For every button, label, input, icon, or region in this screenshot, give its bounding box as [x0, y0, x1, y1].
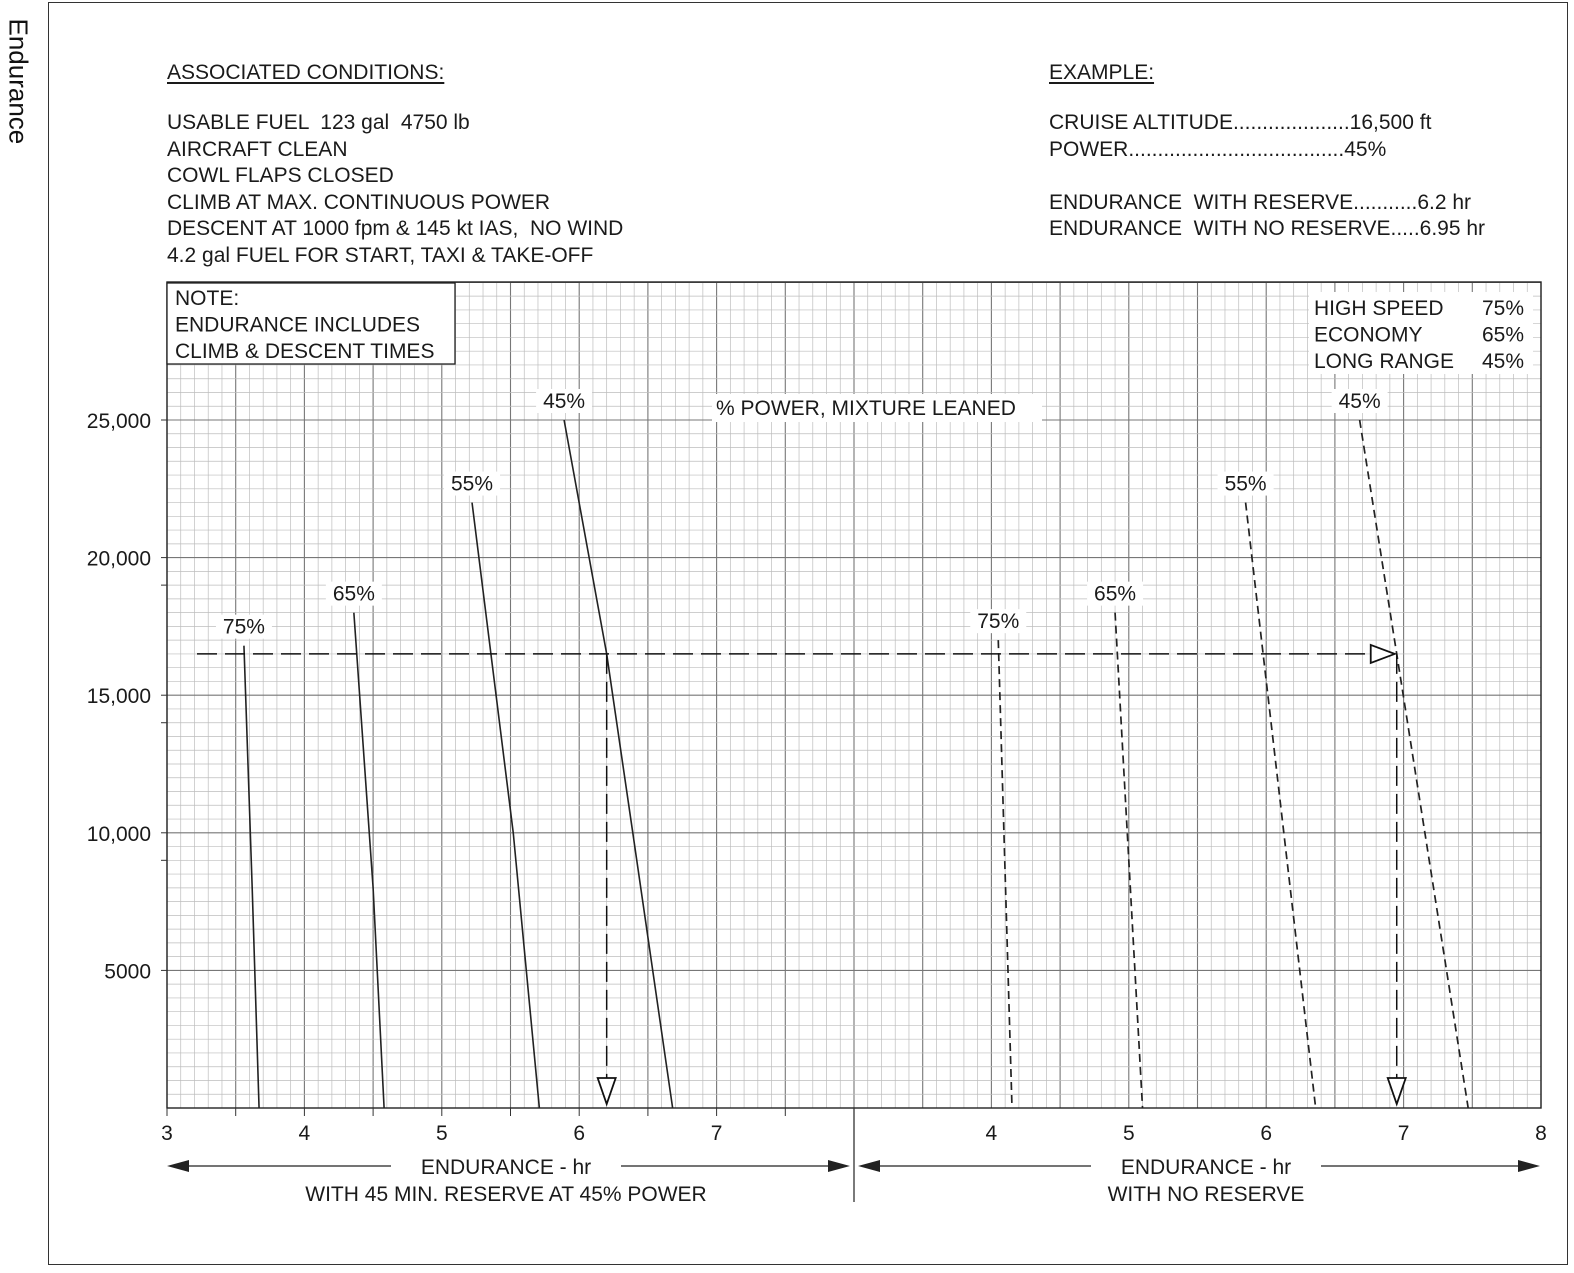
series-label: 45%	[543, 390, 585, 413]
x-tick-label: 7	[1398, 1122, 1410, 1145]
x-tick-label: 7	[711, 1122, 723, 1145]
series-label: 55%	[1225, 473, 1267, 496]
example-arrow-down-no-reserve	[1386, 1077, 1407, 1107]
x-axis-right-arrow-head-left	[858, 1160, 880, 1172]
grid-lines	[166, 281, 1542, 1109]
conditions-line: AIRCRAFT CLEAN	[167, 138, 348, 161]
y-tick-label: 15,000	[87, 685, 151, 708]
power-legend-name: ECONOMY	[1314, 324, 1423, 347]
series-line	[353, 612, 385, 1109]
series-label-bg	[1217, 471, 1274, 496]
series-label-bg	[325, 581, 382, 606]
x-tick-label: 5	[1123, 1122, 1135, 1145]
power-legend-pct: 45%	[1482, 350, 1524, 373]
x-axis-right-title: ENDURANCE - hr	[1121, 1156, 1291, 1179]
x-tick-label: 4	[299, 1122, 311, 1145]
series-label: 65%	[333, 583, 375, 606]
series-label-bg	[970, 609, 1027, 634]
example-line: POWER...................................…	[1049, 138, 1387, 161]
x-tick-label: 4	[986, 1122, 998, 1145]
x-tick-label: 6	[1260, 1122, 1272, 1145]
example-heading: EXAMPLE:	[1049, 61, 1155, 84]
example-arrow-right	[1369, 643, 1398, 665]
example-arrow-down-reserve	[596, 1077, 617, 1107]
x-axis-right-arrow-head-right	[1518, 1160, 1540, 1172]
note-line: NOTE:	[175, 287, 239, 310]
center-label: % POWER, MIXTURE LEANED	[716, 397, 1016, 420]
example-line: CRUISE ALTITUDE....................16,50…	[1049, 111, 1432, 134]
conditions-line: CLIMB AT MAX. CONTINUOUS POWER	[167, 191, 551, 214]
power-legend-pct: 65%	[1482, 324, 1524, 347]
conditions-line: COWL FLAPS CLOSED	[167, 164, 394, 187]
series-line	[471, 502, 541, 1109]
center-label-bg	[712, 394, 1042, 422]
series-label: 65%	[1094, 583, 1136, 606]
x-tick-label: 8	[1535, 1122, 1547, 1145]
x-axis-right-title-bg	[1091, 1152, 1321, 1180]
conditions-heading: ASSOCIATED CONDITIONS:	[167, 61, 445, 84]
chart-frame	[48, 2, 1568, 1265]
power-legend-box	[1309, 292, 1533, 374]
series-label: 55%	[451, 473, 493, 496]
note-box	[166, 282, 456, 365]
x-axis-right-subtitle: WITH NO RESERVE	[1108, 1183, 1305, 1206]
example-line: ENDURANCE WITH NO RESERVE.....6.95 hr	[1049, 217, 1486, 240]
power-legend-name: LONG RANGE	[1314, 350, 1454, 373]
example-line: ENDURANCE WITH RESERVE...........6.2 hr	[1049, 191, 1472, 214]
x-axis-left-arrow-head-right	[828, 1160, 850, 1172]
series-line	[1114, 612, 1144, 1109]
x-tick-label: 5	[436, 1122, 448, 1145]
y-tick-label: 5000	[104, 960, 151, 983]
conditions-line: USABLE FUEL 123 gal 4750 lb	[167, 111, 470, 134]
x-axis-left-arrow-head-left	[167, 1160, 189, 1172]
note-line: ENDURANCE INCLUDES	[175, 314, 420, 337]
power-legend-pct: 75%	[1482, 297, 1524, 320]
series-label-bg	[536, 389, 593, 413]
x-axis-left-title: ENDURANCE - hr	[421, 1156, 591, 1179]
x-axis-left-subtitle: WITH 45 MIN. RESERVE AT 45% POWER	[305, 1183, 706, 1206]
x-axis-left-title-bg	[391, 1152, 621, 1180]
series-line	[243, 645, 260, 1109]
conditions-line: DESCENT AT 1000 fpm & 145 kt IAS, NO WIN…	[167, 217, 624, 240]
x-tick-label: 3	[161, 1122, 173, 1145]
series-label-bg	[1331, 389, 1388, 413]
series-label-bg	[444, 471, 501, 496]
series-label-bg	[215, 614, 272, 639]
note-line: CLIMB & DESCENT TIMES	[175, 340, 434, 363]
series-label: 45%	[1339, 390, 1381, 413]
series-line	[563, 419, 674, 1109]
y-tick-label: 20,000	[87, 548, 151, 571]
series-label-bg	[1087, 581, 1144, 606]
y-tick-label: 10,000	[87, 823, 151, 846]
series-line	[1244, 502, 1317, 1109]
power-legend-name: HIGH SPEED	[1314, 297, 1444, 320]
series-label: 75%	[977, 610, 1019, 633]
x-tick-label: 6	[573, 1122, 585, 1145]
series-label: 75%	[223, 616, 265, 639]
y-tick-label: 25,000	[87, 410, 151, 433]
series-line	[997, 640, 1013, 1109]
conditions-line: 4.2 gal FUEL FOR START, TAXI & TAKE-OFF	[167, 244, 594, 267]
